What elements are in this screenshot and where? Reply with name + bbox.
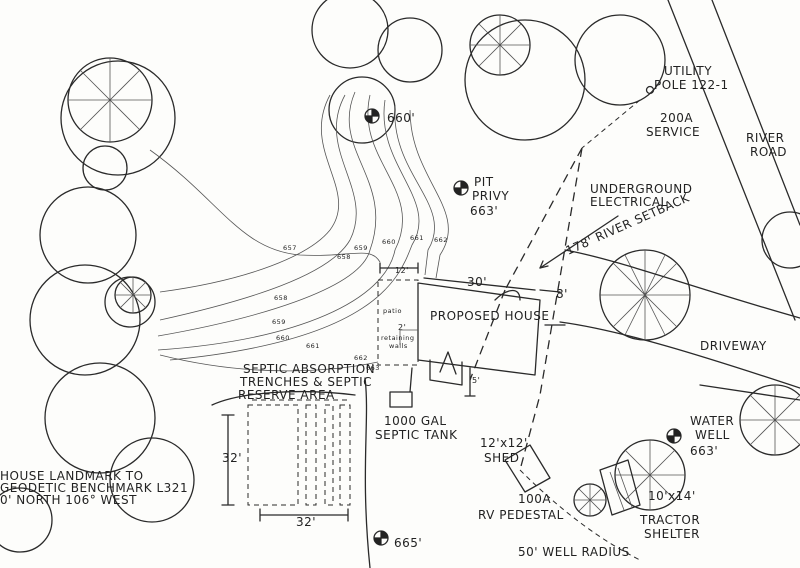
dimension-line-12ft [379, 262, 419, 274]
shed-shape [504, 444, 551, 493]
tractor-shelter-label: TRACTOR [639, 513, 700, 527]
retaining-walls-label: retaining [381, 334, 415, 342]
dimension-2ft: 2' [398, 323, 406, 332]
patio-label: patio [383, 307, 402, 315]
driveway-label: DRIVEWAY [700, 339, 767, 353]
rv-pedestal-label: 100A [518, 492, 551, 506]
septic-area-edge [364, 377, 371, 568]
contour-labels: 657 658 659 660 661 662 658 659 660 661 … [272, 234, 448, 372]
contour-label: 660 [382, 238, 396, 246]
river-road-label: ROAD [750, 145, 787, 159]
elevation-label: 665' [394, 536, 422, 550]
dimension-line-32ft-horizontal [259, 508, 349, 522]
shed-label: SHED [484, 451, 519, 465]
dimension-12ft: 12' [395, 266, 409, 275]
contour-label: 657 [283, 244, 297, 252]
service-label: SERVICE [646, 125, 700, 139]
benchmark-note: GEODETIC BENCHMARK L321 [0, 481, 188, 495]
benchmark-note: HOUSE LANDMARK TO [0, 469, 144, 483]
pit-privy-elevation: 663' [470, 204, 498, 218]
dimension-line-30ft [423, 277, 536, 291]
water-well-label: WELL [695, 428, 730, 442]
tree-canopy [60, 60, 176, 176]
pit-privy-label: PRIVY [472, 189, 509, 203]
contour-lines [149, 91, 449, 372]
benchmark-note: 0' NORTH 106° WEST [0, 493, 137, 507]
contour-label: 661 [410, 234, 424, 242]
elevation-label: 660' [387, 111, 415, 125]
tree-canopy [464, 19, 586, 141]
spoked-trees [67, 14, 800, 517]
service-label: 200A [660, 111, 693, 125]
contour-label: 658 [274, 294, 288, 302]
dimension-32ft-vertical: 32' [222, 451, 242, 465]
tractor-shelter-shape [599, 459, 641, 516]
utility-pole-label: UTILITY [664, 64, 712, 78]
contour-label: 663 [366, 364, 380, 372]
tree-canopy [761, 211, 800, 269]
tree-canopy [44, 362, 156, 474]
underground-electrical-line [581, 99, 641, 149]
benchmark-markers [364, 108, 682, 546]
proposed-house [377, 279, 541, 386]
septic-trench [247, 404, 299, 506]
contour-label: 661 [306, 342, 320, 350]
water-well-elevation: 663' [690, 444, 718, 458]
contour-label: 660 [276, 334, 290, 342]
contour-label: 662 [434, 236, 448, 244]
septic-area-label: SEPTIC ABSORPTION [243, 362, 375, 376]
tractor-shelter-label: 10'x14' [648, 489, 696, 503]
dimension-32ft-horizontal: 32' [296, 515, 316, 529]
septic-trench [324, 404, 334, 506]
septic-area-label: TRENCHES & SEPTIC [239, 375, 372, 389]
utility-pole-marker [645, 85, 655, 95]
contour-label: 658 [337, 253, 351, 261]
tree-canopy [574, 14, 666, 106]
tree-canopy [109, 437, 195, 523]
septic-tank-label: 1000 GAL [384, 414, 447, 428]
septic-tank-label: SEPTIC TANK [375, 428, 458, 442]
tractor-shelter-label: SHELTER [644, 527, 700, 541]
shed-label: 12'x12' [480, 436, 528, 450]
tree-canopy [311, 0, 389, 69]
tree-canopy [39, 186, 137, 284]
contour-label: 659 [354, 244, 368, 252]
setback-dimension-line [539, 215, 619, 269]
tree-canopy [29, 264, 141, 376]
tree-canopy [0, 487, 53, 553]
contour-label: 662 [354, 354, 368, 362]
well-radius-arc [519, 469, 641, 561]
dimension-30ft: 30' [467, 275, 487, 289]
dimension-8ft: 8' [556, 287, 568, 301]
tree-canopy [377, 17, 443, 83]
pit-privy-label: PIT [474, 175, 494, 189]
septic-tank-shape [389, 391, 413, 408]
driveway [559, 249, 800, 389]
underground-electrical-label: UNDERGROUND [590, 182, 693, 196]
utility-pole-label: POLE 122-1 [654, 78, 729, 92]
underground-electrical-label: ELECTRICAL [590, 195, 668, 209]
septic-trenches [211, 377, 371, 568]
septic-trench [305, 404, 317, 506]
septic-area-label: RESERVE AREA [238, 388, 335, 402]
well-radius-label: 50' WELL RADIUS [518, 545, 630, 559]
dimension-line-32ft-vertical [221, 414, 235, 506]
proposed-house-label: PROPOSED HOUSE [430, 309, 549, 323]
river-road-label: RIVER [746, 131, 785, 145]
river-road [667, 0, 800, 401]
rv-pedestal-label: RV PEDESTAL [478, 508, 564, 522]
setback-line [469, 147, 583, 471]
septic-trench [339, 404, 351, 506]
water-well-label: WATER [690, 414, 734, 428]
house-footprint [417, 282, 541, 376]
dimension-5ft: 5' [472, 376, 480, 385]
retaining-walls-label: walls [389, 342, 408, 350]
contour-label: 659 [272, 318, 286, 326]
